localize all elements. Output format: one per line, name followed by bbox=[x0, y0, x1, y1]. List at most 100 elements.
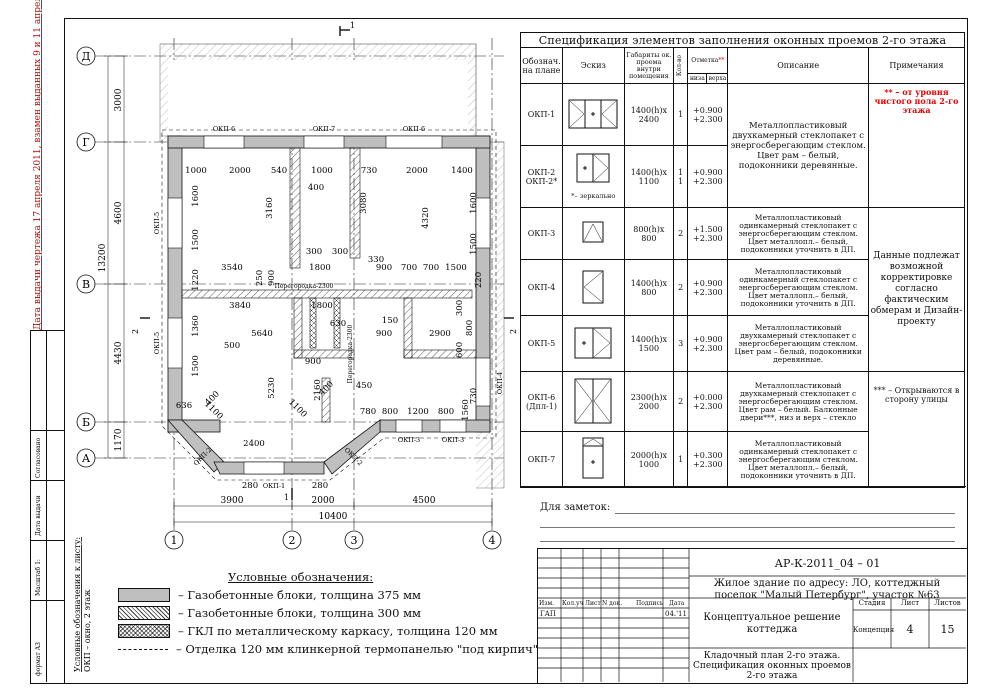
dim-label: 540 bbox=[271, 166, 287, 176]
section-mark: 2 bbox=[131, 329, 140, 334]
sidebar-stamp-lines bbox=[30, 430, 64, 431]
dim-label: 1400 bbox=[451, 166, 473, 176]
window-sketch-icon bbox=[582, 270, 604, 303]
spec-sketch bbox=[561, 207, 625, 260]
spec-qty: 1 bbox=[673, 431, 689, 488]
window-label: ОКП-1 bbox=[263, 482, 285, 490]
spec-sketch bbox=[561, 315, 625, 372]
dim-label: 250 bbox=[255, 270, 265, 286]
spec-header-mark: Обознач. на плане bbox=[520, 47, 563, 84]
spec-mark: ОКП-7 bbox=[520, 431, 563, 488]
legend-item-text: – Газобетонные блоки, толщина 300 мм bbox=[178, 606, 421, 620]
window-sketch-icon bbox=[576, 153, 610, 183]
bottom-dim: 3900 bbox=[221, 496, 244, 506]
sidebar-red-note: Дата выдачи чертежа 17 апреля 2011, взам… bbox=[33, 0, 43, 330]
tb-gap-date: 04.'11 bbox=[665, 610, 687, 618]
spec-header-size: Габариты ок. проема внутри помещения bbox=[623, 47, 675, 84]
tb-sheet-title: Кладочный план 2-го этажа. Спецификация … bbox=[693, 651, 851, 681]
sidebar-strip bbox=[30, 330, 65, 684]
dim-label: 2000 bbox=[229, 166, 251, 176]
window-sketch-icon bbox=[582, 221, 604, 242]
spec-header-sketch: Эскиз bbox=[561, 47, 625, 84]
dim-label: 3160 bbox=[265, 197, 275, 219]
window-label: ОКП-6 bbox=[403, 125, 425, 133]
legend-item-text: – Отделка 120 мм клинкерной термопанелью… bbox=[176, 642, 538, 656]
dim-label: 300 bbox=[306, 247, 322, 257]
axis-number: 1 bbox=[171, 534, 178, 547]
spec-desc: Металлопластиковый одинкамерный стеклопа… bbox=[727, 207, 869, 260]
spec-qty: 1 bbox=[673, 83, 689, 146]
axis-number: 2 bbox=[289, 534, 296, 547]
dim-label: 280 bbox=[242, 481, 258, 491]
dim-label: 636 bbox=[176, 401, 192, 411]
spec-mark: ОКП-5 bbox=[520, 315, 563, 372]
window-label: ОКП-3 bbox=[442, 436, 464, 444]
dim-label: 2160 bbox=[313, 379, 323, 401]
dim-label: 280 bbox=[312, 481, 328, 491]
spec-level: +0.900 +2.300 bbox=[687, 315, 729, 372]
sheet-frame bbox=[64, 18, 968, 684]
stamp-label-format: формат А3 bbox=[35, 642, 42, 676]
spec-mark: ОКП-2 ОКП-2* bbox=[520, 145, 563, 208]
spec-qty: 2 bbox=[673, 371, 689, 432]
bottom-dim: 2000 bbox=[312, 496, 335, 506]
spec-note-bottom: *** – Открываются в сторону улицы bbox=[867, 371, 966, 488]
spec-qty: 3 bbox=[673, 315, 689, 372]
axis-number: 4 bbox=[489, 534, 496, 547]
spec-size: 1400(h)x 1500 bbox=[623, 315, 675, 372]
dim-label: 1200 bbox=[407, 407, 429, 417]
spec-size: 800(h)x 800 bbox=[623, 207, 675, 260]
notes-border bbox=[520, 486, 966, 487]
rotated-label: Перегородка-2300 bbox=[275, 283, 334, 290]
window-sketch-icon bbox=[568, 99, 618, 128]
spec-title: Спецификация элементов заполнения оконны… bbox=[520, 32, 965, 48]
left-dim: 3000 bbox=[114, 88, 124, 111]
spec-size: 1400(h)x 2400 bbox=[623, 83, 675, 146]
spec-size: 1400(h)x 1100 bbox=[623, 145, 675, 208]
dim-label: 1600 bbox=[469, 192, 479, 214]
dim-label: 630 bbox=[330, 319, 346, 329]
tb-project: Концептуальное решение коттеджа bbox=[703, 612, 841, 635]
dim-label: 3080 bbox=[359, 192, 369, 214]
window-label: ОКП-5 bbox=[153, 212, 161, 234]
tb-stage: Концепция bbox=[853, 626, 895, 634]
spec-size: 2300(h)x 2000 bbox=[623, 371, 675, 432]
legend-swatch-cross bbox=[118, 624, 170, 638]
tb-sheet-header: Лист bbox=[900, 599, 920, 607]
section-mark: 1 bbox=[350, 21, 355, 30]
bottom-total-dim: 10400 bbox=[319, 512, 348, 522]
dim-label: 1600 bbox=[191, 185, 201, 207]
window-label: ОКП-3 bbox=[398, 436, 420, 444]
axis-number: 3 bbox=[351, 534, 358, 547]
axis-letter: Г bbox=[82, 136, 89, 149]
dim-label: 400 bbox=[308, 183, 324, 193]
tb-sheets-header: Листов bbox=[934, 599, 961, 607]
sidebar-stamp-lines bbox=[30, 540, 64, 541]
tb-sheet: 4 bbox=[906, 623, 914, 636]
floor-plan: Д Г В Б А 1 2 3 4 3000 4600 4430 1170 13… bbox=[76, 21, 518, 550]
dim-label: 900 bbox=[376, 263, 392, 273]
legend-swatch-hatch bbox=[118, 606, 170, 620]
dim-label: 730 bbox=[469, 388, 479, 404]
stamp-label-agreed: Согласовано bbox=[35, 437, 42, 478]
dim-label: 600 bbox=[455, 342, 465, 358]
spec-level: +1.500 +2.300 bbox=[687, 207, 729, 260]
bottom-dim: 4500 bbox=[413, 496, 436, 506]
spec-mark: ОКП-1 bbox=[520, 83, 563, 146]
axis-letter: В bbox=[82, 278, 90, 291]
spec-row: ОКП-2 ОКП-2* *– зеркально 1400(h)x 1100 … bbox=[520, 145, 965, 208]
spec-desc: Металлопластиковый одинкамерный стеклопа… bbox=[727, 259, 869, 316]
tb-gap-label: ГАП bbox=[540, 610, 557, 618]
section-mark: 1 bbox=[284, 493, 289, 502]
spec-header-desc: Описание bbox=[727, 47, 869, 84]
legend-item: – Отделка 120 мм клинкерной термопанелью… bbox=[118, 642, 538, 656]
spec-mark: ОКП-6 (Дпл-1) bbox=[520, 371, 563, 432]
title-block-grid bbox=[537, 548, 966, 682]
spec-qty: 1 1 bbox=[673, 145, 689, 208]
window-label: ОКП-4 bbox=[496, 372, 504, 394]
dim-label: 780 bbox=[360, 407, 376, 417]
sidebar-stamp-lines bbox=[30, 480, 64, 481]
door-sketch-icon bbox=[574, 378, 612, 423]
spec-qty: 2 bbox=[673, 207, 689, 260]
